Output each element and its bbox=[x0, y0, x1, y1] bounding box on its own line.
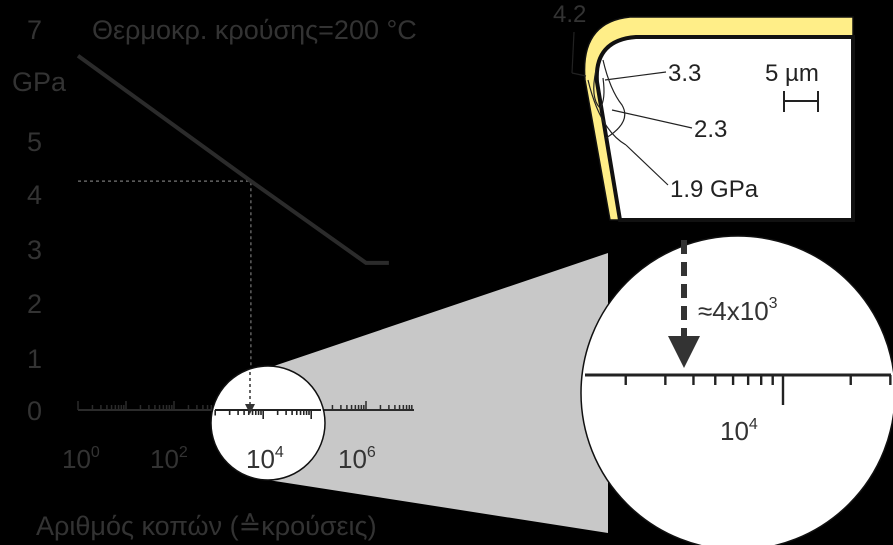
large-tick-label: 104 bbox=[720, 416, 758, 446]
leader-line bbox=[604, 71, 667, 81]
leader-line bbox=[571, 72, 587, 77]
large-magnifier bbox=[580, 235, 893, 545]
stress-label: 3.3 bbox=[668, 60, 701, 87]
chart-annotation: Θερμοκρ. κρούσης=200 °C bbox=[92, 15, 417, 45]
large-magnifier-axis bbox=[585, 373, 892, 405]
reference-dashed-line bbox=[78, 180, 252, 408]
leader-line bbox=[625, 144, 669, 186]
y-tick-label: 0 bbox=[27, 396, 42, 426]
tool-cross-section bbox=[571, 16, 855, 222]
series-line bbox=[76, 54, 389, 265]
y-tick-label: 5 bbox=[27, 127, 42, 157]
stress-label: 4.2 bbox=[553, 1, 586, 28]
y-tick-label: 4 bbox=[27, 180, 42, 210]
y-tick-label: 1 bbox=[27, 344, 42, 374]
leader-line bbox=[611, 109, 693, 129]
leader-line bbox=[571, 31, 575, 74]
y-tick-label: 3 bbox=[27, 235, 42, 265]
scale-bar bbox=[783, 91, 819, 112]
scale-bar-label: 5 µm bbox=[765, 60, 819, 87]
x-tick-label: 106 bbox=[338, 444, 376, 474]
stress-label: 2.3 bbox=[694, 116, 727, 143]
large-arrow-head bbox=[668, 336, 700, 368]
y-tick-label: 2 bbox=[27, 289, 42, 319]
x-axis-label: Αριθμός κοπών (≙κρούσεις) bbox=[36, 511, 377, 541]
small-magnifier bbox=[210, 365, 326, 481]
stress-label: 1.9 GPa bbox=[670, 176, 759, 203]
y-axis-ticks: 7 GPa 5 4 3 2 1 0 bbox=[12, 15, 67, 426]
y-axis-label: GPa bbox=[12, 67, 67, 97]
stress-contour-2-3 bbox=[602, 59, 626, 139]
y-tick-label: 7 bbox=[27, 15, 42, 45]
magnifier-cone bbox=[268, 253, 608, 533]
x-tick-label: 100 bbox=[62, 444, 100, 474]
stress-contour-3-3 bbox=[593, 69, 605, 109]
estimate-label: ≈4x103 bbox=[698, 295, 778, 326]
small-arrow-head bbox=[245, 404, 255, 414]
small-magnifier-axis bbox=[214, 409, 321, 419]
x-tick-label: 102 bbox=[150, 444, 188, 474]
tool-substrate bbox=[594, 35, 855, 222]
stress-contour-1-9 bbox=[587, 79, 627, 146]
small-tick-label: 104 bbox=[246, 444, 284, 474]
